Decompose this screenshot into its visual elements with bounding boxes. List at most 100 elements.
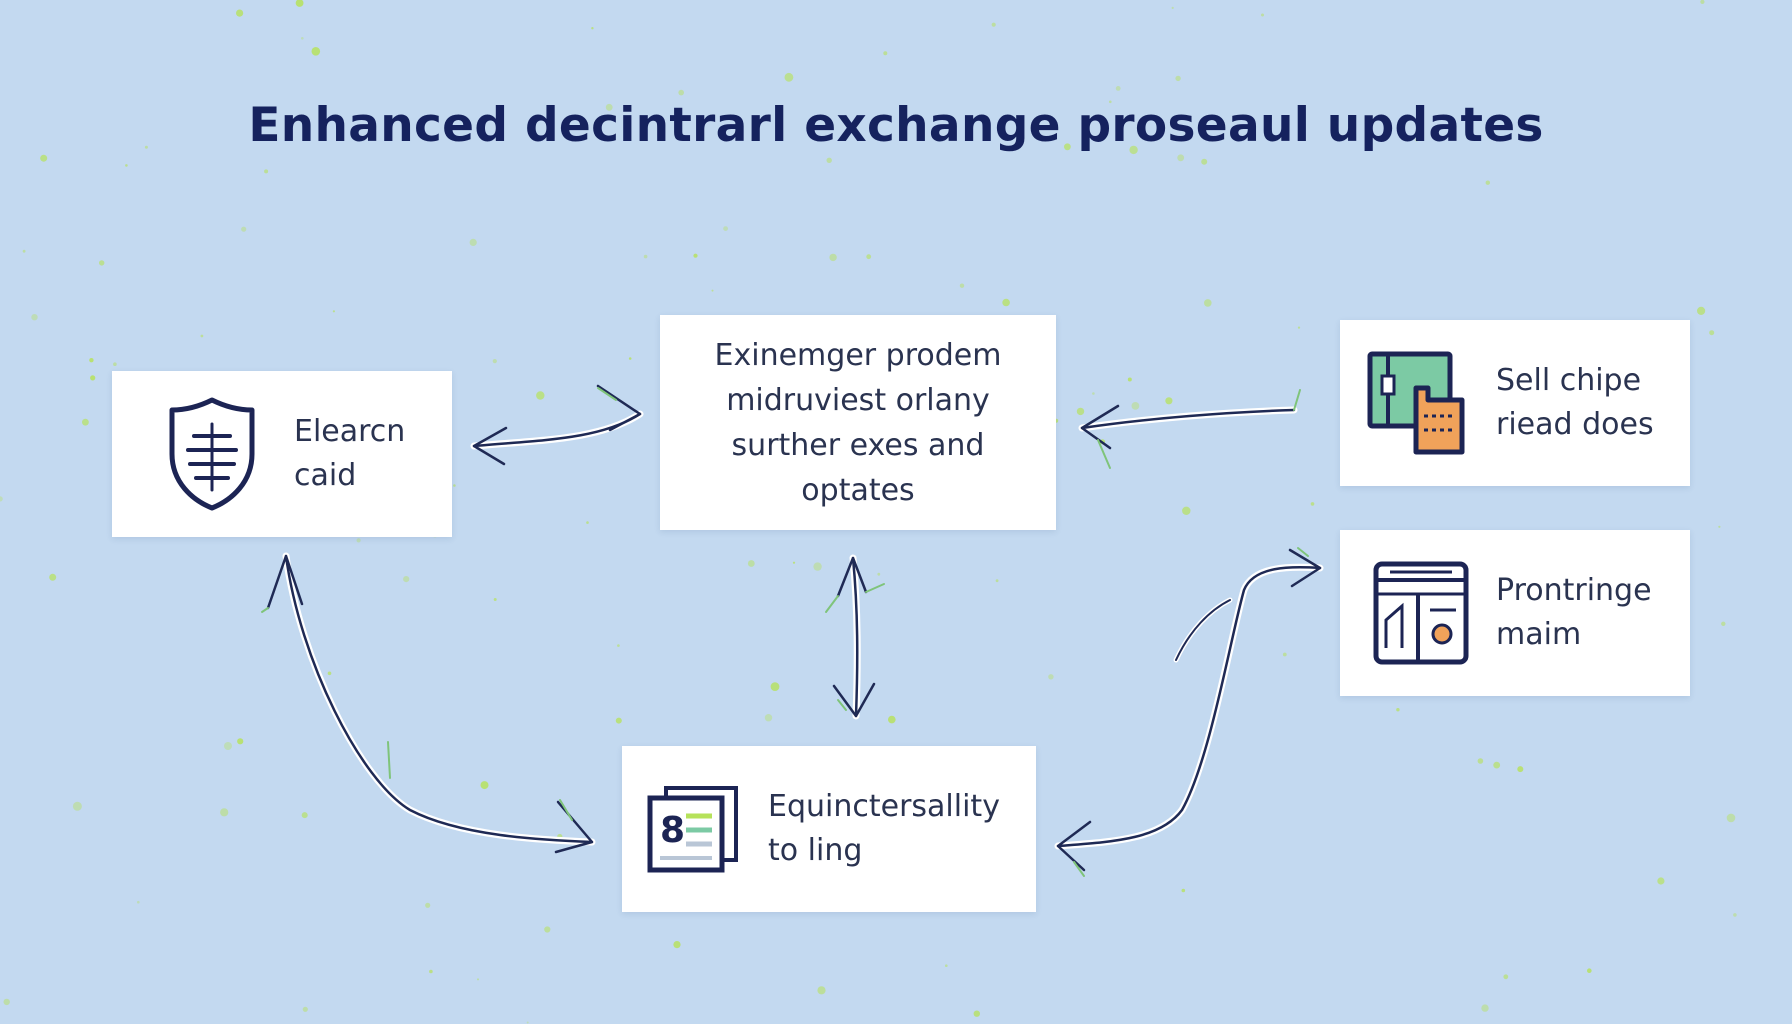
speckle-dot — [792, 561, 796, 564]
speckle-dot — [89, 358, 94, 363]
speckle-dot — [1282, 652, 1287, 657]
speckle-dot — [536, 391, 545, 400]
speckle-dot — [237, 738, 244, 745]
shield-icon — [169, 397, 255, 511]
dashboard-icon — [1373, 561, 1469, 665]
speckle-dot — [813, 562, 822, 571]
speckle-dot — [1517, 766, 1524, 773]
speckle-dot — [615, 717, 622, 724]
speckle-dot — [332, 310, 335, 313]
document-stack-icon: 8 — [647, 786, 738, 873]
speckle-dot — [301, 812, 308, 819]
speckle-dot — [1076, 407, 1085, 416]
speckle-dot — [826, 157, 832, 163]
speckle-dot — [1109, 100, 1112, 104]
node-left-card: Elearcn caid — [112, 371, 452, 537]
speckle-dot — [1092, 392, 1095, 395]
speckle-dot — [829, 253, 837, 262]
speckle-dot — [973, 1010, 980, 1017]
speckle-dot — [586, 521, 589, 524]
speckle-dot — [1657, 877, 1665, 885]
speckle-dot — [1127, 377, 1132, 382]
speckle-dot — [711, 289, 714, 292]
speckle-dot — [991, 22, 996, 27]
speckle-dot — [1485, 180, 1491, 185]
arrow-center-bottom — [825, 554, 885, 720]
speckle-dot — [200, 334, 204, 338]
speckle-dot — [1182, 506, 1191, 515]
speckle-dot — [544, 926, 551, 933]
node-center-line-4: optates — [801, 472, 915, 508]
speckle-dot — [1721, 621, 1726, 626]
speckle-dot — [1297, 326, 1301, 329]
speckle-dot — [643, 254, 648, 259]
speckle-dot — [1131, 402, 1140, 410]
speckle-dot — [82, 418, 89, 426]
speckle-dot — [311, 47, 321, 56]
speckle-dot — [3, 998, 10, 1006]
speckle-dot — [493, 598, 497, 601]
speckle-dot — [866, 254, 872, 260]
speckle-dot — [1048, 674, 1054, 680]
speckle-dot — [959, 283, 965, 288]
speckle-dot — [1697, 306, 1706, 315]
speckle-dot — [1709, 330, 1715, 336]
node-right-bottom-card: Prontringe maim — [1340, 530, 1690, 696]
speckle-dot — [747, 560, 755, 567]
speckle-dot — [888, 715, 896, 724]
arrow-left-center — [470, 384, 644, 466]
node-center-line-2: midruviest orlany — [726, 382, 990, 418]
speckle-dot — [241, 226, 247, 232]
node-left-line-1: Elearcn — [294, 414, 406, 449]
speckle-dot — [673, 941, 681, 949]
node-right-bottom-label: Prontringe maim — [1496, 569, 1652, 657]
speckle-dot — [429, 969, 433, 974]
svg-text:8: 8 — [660, 810, 685, 851]
speckle-dot — [403, 576, 410, 583]
speckle-dot — [72, 801, 82, 811]
node-right-top-label: Sell chipe riead does — [1496, 359, 1654, 447]
speckle-dot — [877, 572, 881, 576]
speckle-dot — [236, 9, 244, 17]
wallet-hand-icon — [1367, 351, 1465, 455]
speckle-dot — [301, 37, 304, 40]
speckle-dot — [264, 169, 269, 174]
speckle-dot — [1700, 0, 1705, 4]
node-right-bottom-line-2: maim — [1496, 617, 1582, 652]
speckle-dot — [1204, 299, 1212, 307]
speckle-dot — [1165, 397, 1173, 405]
speckle-dot — [784, 72, 794, 82]
speckle-dot — [1064, 143, 1071, 151]
speckle-dot — [22, 249, 26, 253]
speckle-dot — [425, 902, 431, 908]
node-right-top-line-1: Sell chipe — [1496, 363, 1642, 398]
node-bottom-card: 8 Equinctersallity to ling — [622, 746, 1036, 912]
speckle-dot — [1396, 708, 1400, 712]
speckle-dot — [723, 226, 728, 232]
speckle-dot — [1718, 525, 1721, 528]
node-center-card: Exinemger prodem midruviest orlany surth… — [660, 315, 1056, 530]
speckle-dot — [49, 573, 57, 581]
speckle-dot — [1503, 974, 1509, 980]
speckle-dot — [693, 253, 698, 258]
arrow-left-bottom — [261, 552, 596, 854]
speckle-dot — [764, 714, 773, 722]
speckle-dot — [1493, 761, 1501, 769]
speckle-dot — [1726, 813, 1736, 823]
node-right-top-line-2: riead does — [1496, 407, 1654, 442]
speckle-dot — [1477, 758, 1484, 764]
speckle-dot — [137, 900, 140, 904]
speckle-dot — [492, 359, 497, 364]
speckle-dot — [1002, 298, 1010, 307]
speckle-dot — [0, 496, 3, 502]
speckle-dot — [302, 1006, 308, 1012]
node-right-top-card: Sell chipe riead does — [1340, 320, 1690, 486]
node-left-label: Elearcn caid — [294, 410, 405, 498]
speckle-dot — [1415, 138, 1419, 142]
speckle-dot — [945, 964, 948, 967]
diagram-title: Enhanced decintrarl exchange proseaul up… — [248, 98, 1544, 153]
speckle-dot — [99, 260, 105, 266]
